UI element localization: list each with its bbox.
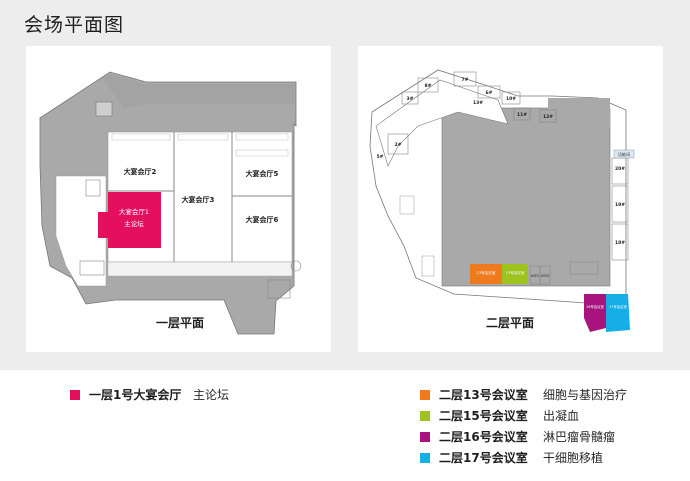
- legend-swatch: [420, 410, 430, 421]
- room-2: 2#: [395, 142, 402, 148]
- room-7: 7#: [462, 77, 469, 83]
- room-8: 8#: [425, 83, 432, 89]
- legend-room: 二层15号会议室: [439, 409, 528, 423]
- floor-1-plan: 大宴会厅2 大宴会厅3 大宴会厅5 大宴会厅6 大宴会厅1 主论坛: [39, 71, 302, 335]
- legend-swatch: [420, 431, 430, 442]
- room-13-text: 13号会议室: [477, 270, 496, 275]
- floor-2-map: 7# 8# 3# 6# 10# 11# 12# 2# 5# 20# 19# 18…: [358, 46, 663, 352]
- hall-1-sub-label: 主论坛: [124, 219, 144, 228]
- hall-1-label: 大宴会厅1: [119, 207, 149, 216]
- room-13-colored: [470, 264, 502, 284]
- page-title: 会场平面图: [24, 14, 125, 36]
- room-16-text: 16号会议室: [586, 304, 604, 309]
- main-hall-1: [108, 192, 161, 248]
- legend-topic: 细胞与基因治疗: [543, 388, 628, 402]
- room-19: 19#: [615, 202, 625, 208]
- room-17-text: 17号会议室: [609, 304, 627, 309]
- room-3: 3#: [407, 96, 414, 102]
- hall-6-label: 大宴会厅6: [246, 215, 279, 224]
- legend-topic: 主论坛: [193, 388, 230, 402]
- legend-item-room-17: 二层17号会议室 干细胞移植: [420, 449, 603, 466]
- room-13: 13#: [473, 100, 483, 106]
- floor-1-map: 大宴会厅2 大宴会厅3 大宴会厅5 大宴会厅6 大宴会厅1 主论坛 一层平面: [26, 46, 331, 352]
- legend-item-room-13: 二层13号会议室 细胞与基因治疗: [420, 386, 627, 403]
- room-5: 5#: [377, 154, 384, 160]
- floor-2-label: 二层平面: [486, 316, 535, 330]
- legend-room: 二层17号会议室: [439, 451, 528, 465]
- legend-swatch: [420, 452, 430, 463]
- hall-2-label: 大宴会厅2: [124, 167, 157, 176]
- vip1-label: VIP1: [531, 273, 540, 278]
- room-12: 12#: [543, 114, 553, 120]
- room-18: 18#: [615, 240, 625, 246]
- legend-item-room-16: 二层16号会议室 淋巴瘤骨髓瘤: [420, 428, 615, 445]
- legend-room: 二层13号会议室: [439, 388, 528, 402]
- room-11: 11#: [517, 112, 527, 118]
- room-6: 6#: [486, 90, 493, 96]
- vip2-label: VIP2: [541, 273, 550, 278]
- room-16-colored: [584, 294, 606, 332]
- floor-2-plan: 7# 8# 3# 6# 10# 11# 12# 2# 5# 20# 19# 18…: [369, 69, 635, 332]
- legend: 一层1号大宴会厅 主论坛 二层13号会议室 细胞与基因治疗 二层15号会议室 出…: [0, 370, 690, 481]
- legend-topic: 干细胞移植: [543, 451, 604, 465]
- legend-swatch: [70, 389, 80, 400]
- legend-swatch: [420, 389, 430, 400]
- legend-item-room-15: 二层15号会议室 出凝血: [420, 407, 579, 424]
- room-20: 20#: [615, 166, 625, 172]
- room-15-colored: [502, 264, 528, 284]
- room-15-text: 15号会议室: [506, 270, 525, 275]
- function-room-label: 功能间: [618, 151, 631, 158]
- legend-topic: 淋巴瘤骨髓瘤: [543, 430, 616, 444]
- legend-item-hall-1: 一层1号大宴会厅 主论坛: [70, 386, 229, 403]
- legend-room: 一层1号大宴会厅: [89, 388, 182, 402]
- hall-5-label: 大宴会厅5: [246, 169, 279, 178]
- legend-topic: 出凝血: [543, 409, 580, 423]
- room-10: 10#: [506, 96, 516, 102]
- room-17-colored: [606, 294, 630, 332]
- legend-room: 二层16号会议室: [439, 430, 528, 444]
- hall-3-label: 大宴会厅3: [182, 195, 215, 204]
- floor-1-label: 一层平面: [156, 316, 205, 330]
